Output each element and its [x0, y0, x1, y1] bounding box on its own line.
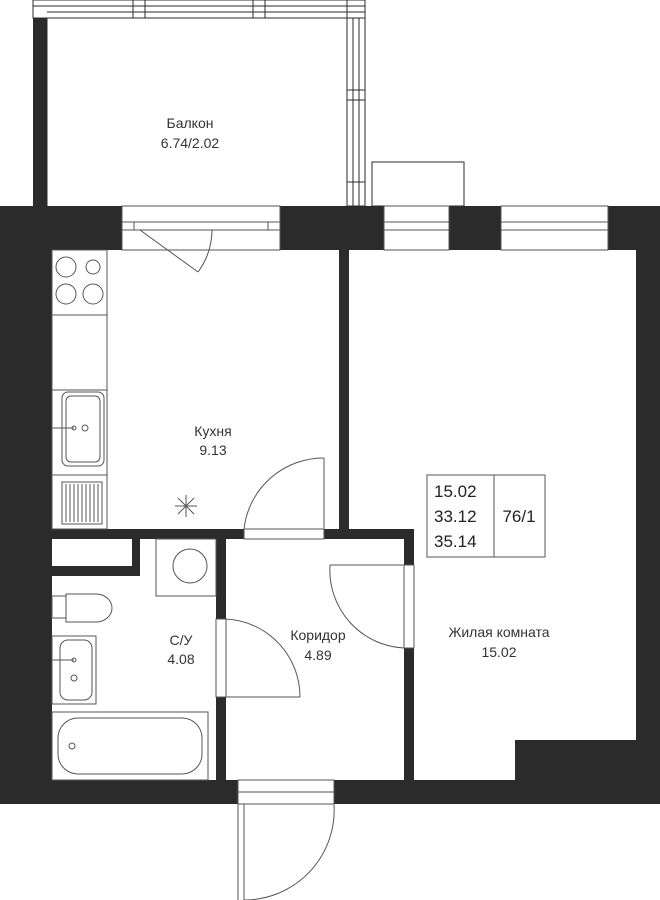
apartment-number: 76/1 — [502, 507, 535, 526]
washing-machine-icon — [155, 538, 217, 597]
corridor-name: Коридор — [290, 627, 346, 643]
living-area-value: 15.02 — [434, 482, 477, 501]
bathroom-fixtures — [51, 538, 217, 781]
bathtub-icon — [51, 711, 209, 781]
stove-icon — [55, 256, 104, 305]
doors — [139, 229, 415, 900]
living-room-name: Жилая комната — [448, 624, 549, 640]
kitchen-fixtures — [51, 249, 197, 530]
kitchen-name: Кухня — [194, 423, 231, 439]
bathroom-name: С/У — [170, 632, 193, 648]
corridor-area: 4.89 — [304, 647, 331, 663]
total-area-value: 33.12 — [434, 507, 477, 526]
balcony-area: 6.74/2.02 — [161, 135, 220, 151]
area-summary-table: 15.02 33.12 35.14 76/1 — [426, 474, 546, 558]
ceiling-light-icon — [175, 495, 197, 517]
windows — [121, 205, 609, 251]
total-with-balcony-value: 35.14 — [434, 532, 477, 551]
toilet-icon — [51, 593, 113, 623]
kitchen-sink-icon — [52, 391, 105, 467]
balcony-name: Балкон — [167, 115, 214, 131]
bathroom-area: 4.08 — [167, 651, 194, 667]
bathroom-sink-icon — [51, 635, 97, 705]
radiator-icon — [61, 481, 103, 525]
living-room-area: 15.02 — [481, 644, 516, 660]
room-labels: Балкон 6.74/2.02 Кухня 9.13 С/У 4.08 Кор… — [161, 115, 550, 667]
walls — [0, 206, 660, 804]
kitchen-area: 9.13 — [199, 442, 226, 458]
balcony — [32, 0, 465, 207]
